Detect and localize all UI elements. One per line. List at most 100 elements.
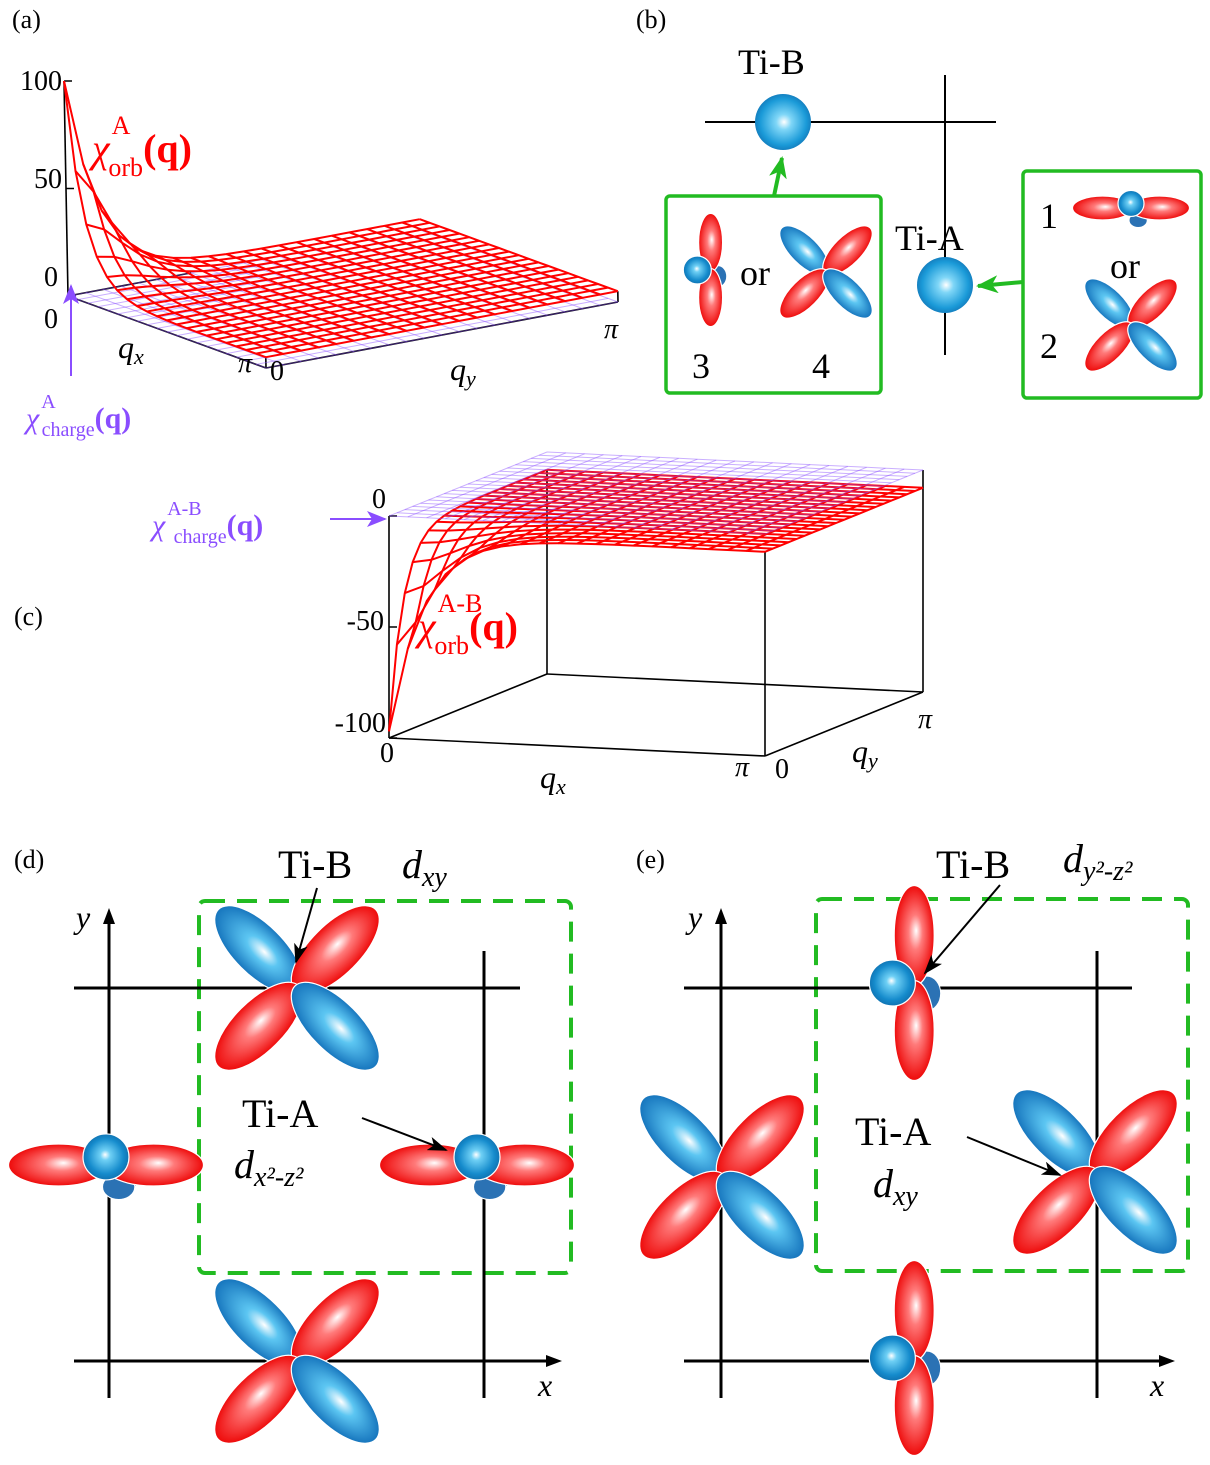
panel-c-orb-surface [388, 468, 924, 732]
orb-surface-gridline [261, 247, 460, 322]
panel-b-ti-a-label: Ti-A [895, 218, 964, 258]
lobe-blue [715, 1170, 805, 1260]
orb-surface-gridline [206, 268, 559, 337]
panel-b-orbital-3-dyz [682, 212, 728, 328]
charge-surface-gridline [396, 512, 773, 532]
charge-surface-gridline [467, 483, 845, 503]
panel-d-x-label: x [537, 1367, 552, 1403]
orb-surface-gridline [216, 272, 569, 341]
charge-surface-gridline [426, 453, 585, 519]
charge-surface-gridline [499, 470, 876, 490]
orb-surface-gridline [689, 483, 849, 550]
panel-e-ti-a-orbital: dxy [873, 1161, 918, 1212]
charge-surface-gridline [428, 499, 805, 519]
panel-d-ti-b-label: Ti-B [278, 842, 352, 887]
orb-surface-gridline [401, 221, 601, 296]
charge-surface-gridline [595, 461, 754, 527]
panel-label-e: (e) [636, 845, 665, 874]
charge-surface-gridline [539, 458, 698, 524]
axis-edge [764, 691, 924, 757]
panel-a-axes [63, 80, 619, 369]
panel-b-ti-b-atom [755, 94, 811, 150]
axis-edge [388, 673, 548, 739]
orb-surface-gridline [235, 279, 589, 348]
panel-e-x-arrow-icon [1159, 1355, 1175, 1367]
orb-surface-gridline [745, 485, 905, 552]
orb-surface-gridline [483, 494, 860, 515]
charge-surface-gridline [452, 489, 829, 509]
panel-d-ti-b-dxy-orbital-top [214, 905, 380, 1071]
panel-e-ti-b-dy2z2-orbital-top [868, 884, 942, 1082]
orb-surface-gridline [384, 224, 583, 299]
front-lobe-sphere [453, 1133, 501, 1181]
orb-surface-gridline [82, 163, 284, 355]
orb-surface-gridline [186, 261, 539, 330]
orb-surface-gridline [265, 290, 618, 359]
charge-surface-gridline [507, 467, 884, 487]
charge-surface-gridline [546, 451, 924, 471]
orb-surface-gridline [475, 498, 852, 518]
orb-surface-gridline [499, 488, 876, 508]
orb-surface-gridline [296, 241, 495, 316]
orb-surface-gridline [467, 501, 845, 521]
orb-surface-gridline [313, 238, 513, 312]
panel-d-lattice-diagram: y x Ti-B dxy Ti-A dx²-z² [7, 842, 576, 1444]
panel-e-ti-a-dxy-orbital-right [1012, 1089, 1178, 1255]
orb-surface-gridline [614, 479, 773, 546]
panel-e-ti-b-orbital: dy²-z² [1063, 836, 1133, 887]
orb-surface-gridline [523, 478, 900, 499]
charge-surface-gridline [531, 457, 908, 477]
panel-e-ti-b-dy2z2-orbital-bottom [868, 1259, 942, 1457]
panel-b-ti-b-label: Ti-B [738, 42, 805, 82]
panel-e-ti-a-dxy-orbital-left [639, 1094, 805, 1260]
panel-a-orb-surface [63, 80, 619, 359]
panel-a-qy-tick-pi: π [604, 314, 619, 345]
orb-surface-gridline [366, 228, 566, 303]
panel-b-num-2: 2 [1040, 326, 1058, 366]
charge-surface-gridline [576, 460, 736, 526]
panel-label-a: (a) [12, 5, 41, 34]
panel-b-right-or: or [1110, 246, 1140, 286]
charge-surface-gridline [491, 473, 868, 493]
panel-c-qy-tick-0: 0 [775, 754, 789, 785]
lobe-blue [290, 1354, 380, 1444]
panel-a-qy-label: qy [450, 351, 476, 391]
charge-surface-gridline [727, 467, 886, 533]
panel-a-ztick-100: 100 [20, 66, 62, 97]
orb-surface-gridline [515, 481, 892, 502]
orb-surface-gridline [226, 275, 579, 344]
panel-d-x-arrow-icon [546, 1355, 562, 1367]
orb-surface-gridline [595, 478, 755, 546]
panel-label-d: (d) [14, 845, 44, 874]
charge-surface-gridline [445, 454, 604, 520]
panel-d-unit-cell-box [197, 899, 573, 1275]
orb-surface-gridline [708, 484, 867, 551]
panel-c-qy-label: qy [852, 733, 878, 773]
charge-surface-gridline [482, 456, 642, 521]
charge-surface-gridline [475, 480, 852, 500]
orb-surface-gridline [531, 475, 908, 496]
panel-c-ztick-minus50: -50 [347, 606, 384, 637]
charge-surface-gridline [404, 509, 781, 529]
orb-surface-gridline [539, 472, 916, 492]
charge-surface-gridline [436, 496, 813, 516]
charge-surface-gridline [689, 465, 848, 531]
charge-surface-gridline [633, 463, 792, 529]
charge-surface-gridline [412, 505, 789, 525]
charge-surface-gridline [614, 462, 773, 528]
panel-c-qy-tick-pi: π [918, 704, 933, 735]
charge-surface-gridline [539, 454, 916, 474]
axis-edge [67, 295, 267, 369]
panel-b-num-1: 1 [1040, 196, 1058, 236]
axis-edge [546, 673, 924, 693]
charge-surface-gridline [420, 502, 797, 522]
lobe-blue [822, 268, 873, 319]
panel-d-y-arrow-icon [103, 908, 115, 924]
panel-a-ztick-50: 50 [34, 164, 62, 195]
panel-e-y-label: y [685, 899, 703, 935]
front-lobe-sphere [82, 1133, 130, 1181]
orb-surface-gridline [491, 491, 868, 512]
panel-d-ti-a-orbital: dx²-z² [234, 1142, 304, 1193]
